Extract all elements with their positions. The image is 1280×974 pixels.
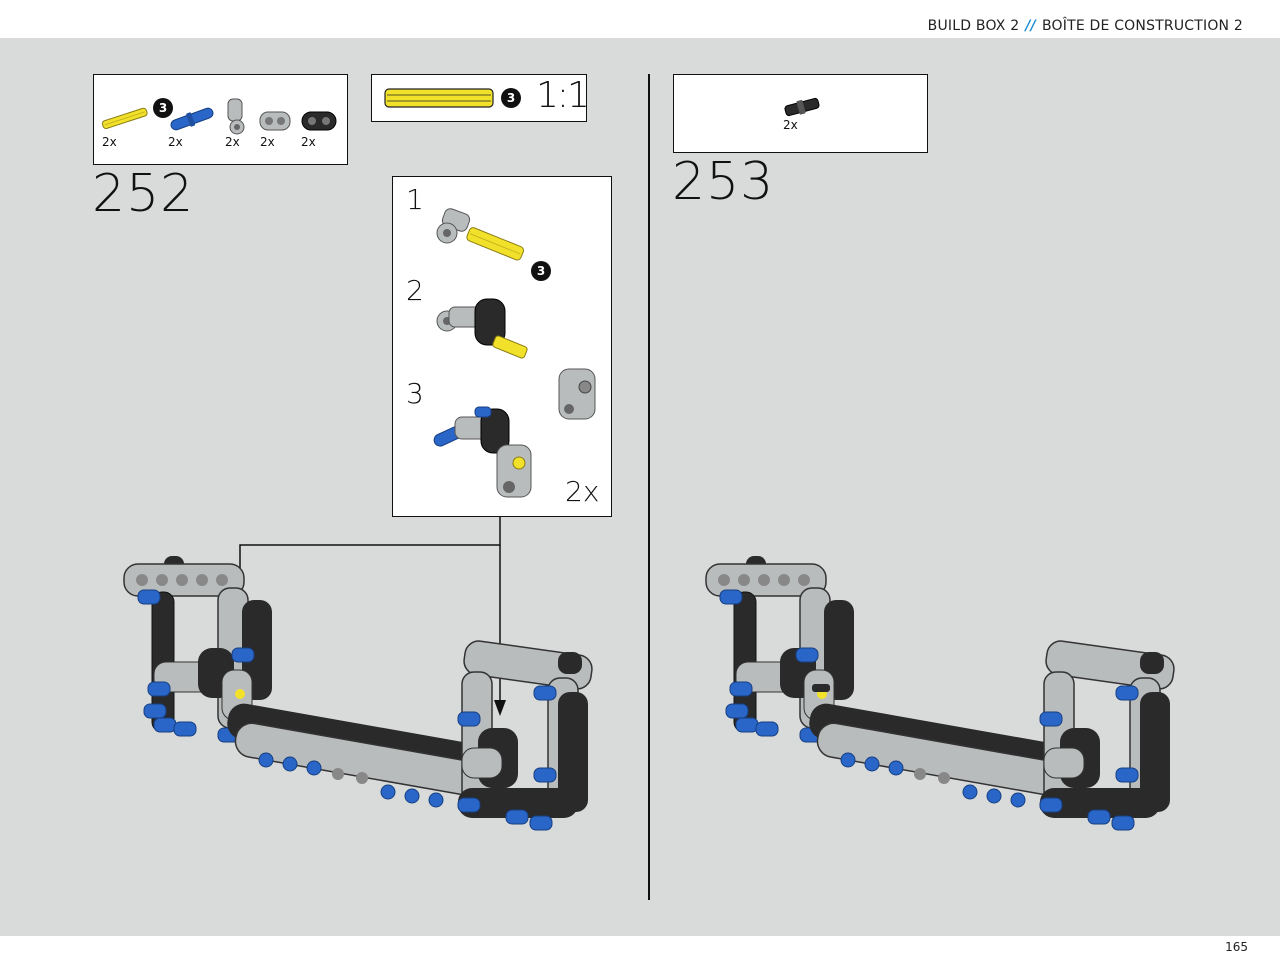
header-separator: //	[1025, 18, 1036, 34]
parts-list-253: 2x	[673, 74, 928, 153]
substep-2-illustration	[436, 298, 596, 420]
substep-number: 3	[406, 377, 424, 410]
yellow-axle-icon	[384, 88, 494, 108]
part-qty: 2x	[225, 135, 240, 149]
step-number-252: 252	[92, 164, 195, 224]
blue-pin-icon	[170, 107, 214, 131]
page-footer: 165	[0, 936, 1280, 974]
page-header: BUILD BOX 2 // BOÎTE DE CONSTRUCTION 2	[0, 0, 1280, 38]
quantity-badge-icon: 3	[153, 98, 173, 118]
header-title-right: BOÎTE DE CONSTRUCTION 2	[1041, 18, 1243, 34]
subassembly-callout: 1 3 2 3 2x	[392, 176, 612, 517]
part-qty: 2x	[260, 135, 275, 149]
header-title-left: BUILD BOX 2	[927, 18, 1020, 34]
step-number-253: 253	[672, 152, 775, 212]
parts-list-252: 3 2x 2x 2x 2x 2x	[93, 74, 348, 165]
quantity-badge-icon: 3	[531, 261, 551, 281]
substep-number: 1	[406, 183, 424, 216]
model-illustration-253	[705, 556, 1175, 831]
step-divider	[648, 74, 650, 900]
scale-label: 1:1	[536, 75, 590, 116]
black-axle-connector-icon	[784, 97, 820, 117]
header-title: BUILD BOX 2 // BOÎTE DE CONSTRUCTION 2	[928, 18, 1243, 34]
part-qty: 2x	[102, 135, 117, 149]
substep-number: 2	[406, 274, 424, 307]
black-beam-icon	[301, 111, 337, 131]
scale-reference-box: 3 1:1	[371, 74, 590, 122]
gray-pin-connector-icon	[227, 98, 245, 135]
gray-cross-block-icon	[259, 111, 291, 131]
model-illustration-252	[123, 556, 593, 831]
substep-3-illustration	[433, 406, 532, 498]
part-qty: 2x	[168, 135, 183, 149]
yellow-axle-icon	[101, 107, 148, 129]
substep-1-illustration	[436, 208, 525, 261]
quantity-badge-icon: 3	[501, 88, 521, 108]
multiplier-label: 2x	[565, 475, 600, 508]
part-qty: 2x	[301, 135, 316, 149]
part-qty: 2x	[783, 118, 798, 132]
page-number: 165	[1225, 940, 1248, 954]
